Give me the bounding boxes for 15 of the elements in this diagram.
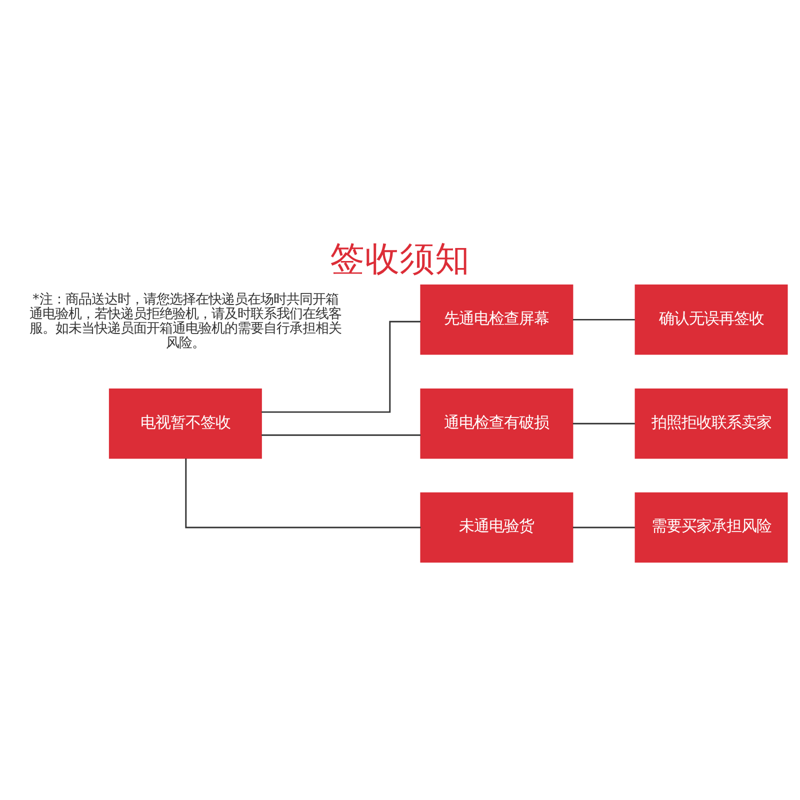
connector — [572, 318, 635, 320]
node-box: 电视暂不签收 — [108, 388, 262, 458]
node-box: 确认无误再签收 — [634, 284, 788, 354]
connector — [185, 458, 421, 528]
caption: *注：商品送达时，请您选择在快递员在场时共同开箱通电验机，若快递员拒绝验机，请及时联系我们在线客服。如未当快递员面开箱通电验机的需要自行承担相关风险。 — [29, 291, 342, 350]
connector — [262, 320, 420, 412]
connector — [262, 434, 421, 436]
node-box: 先通电检查屏幕 — [420, 284, 574, 354]
diagram-title: 签收须知 — [330, 238, 470, 279]
connector — [572, 422, 635, 424]
node-box: 通电检查有破损 — [420, 388, 574, 458]
node-box: 需要买家承担风险 — [634, 492, 788, 562]
node-box: 未通电验货 — [420, 492, 574, 562]
connector — [572, 526, 635, 528]
node-box: 拍照拒收联系卖家 — [634, 388, 788, 458]
